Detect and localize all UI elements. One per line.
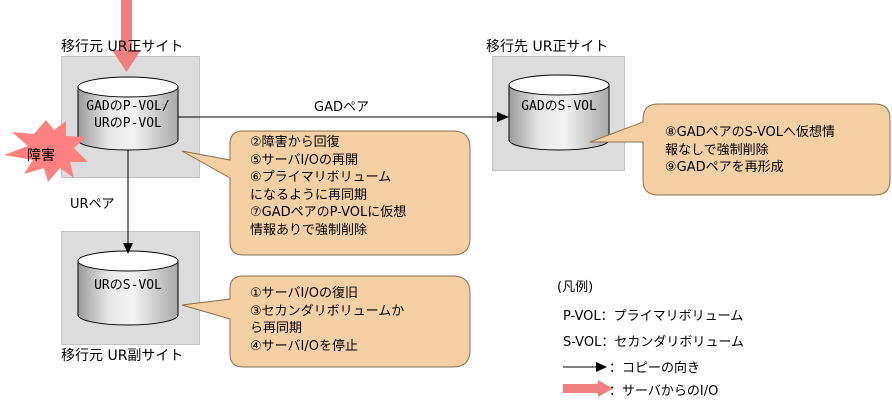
site-label-source-secondary: 移行元 UR副サイト [61, 348, 184, 364]
note-secondary-line: ④サーバI/Oを停止 [250, 338, 358, 354]
legend-copy-arrow [563, 362, 607, 372]
legend-title: (凡例) [557, 280, 594, 295]
legend-io-arrow [563, 380, 613, 397]
ur-pair-arrow [123, 150, 133, 254]
legend-io: ：サーバからのI/O [609, 384, 719, 399]
note-secondary-bubble [181, 275, 471, 368]
gad-pvol-label-line2: URのP-VOL [94, 116, 162, 131]
note-secondary-line: ら再同期 [250, 321, 303, 336]
note-target-line: ⑧GADペアのS-VOLへ仮想情 [665, 125, 835, 140]
failure-label: 障害 [27, 148, 55, 164]
legend-copy: ：コピーの向き [609, 361, 701, 376]
ur-svol-cylinder [77, 250, 179, 326]
note-secondary-line: ③セカンダリボリュームか [250, 303, 405, 319]
gad-svol-cylinder [508, 74, 610, 151]
failure-star [4, 120, 88, 182]
gad-pvol-label-line1: GADのP-VOL/ [86, 99, 170, 114]
note-primary-line: ⑦GADペアのP-VOLに仮想 [250, 205, 407, 220]
note-target-text: ⑧GADペアのS-VOLへ仮想情 報なしで強制削除 ⑨GADペアを再形成 [665, 124, 835, 177]
note-primary-line: ⑤サーバI/Oの再開 [250, 152, 358, 168]
gad-svol-label: GADのS-VOL [521, 99, 597, 114]
site-label-target-primary: 移行先 UR正サイト [486, 39, 609, 55]
site-label-source-primary: 移行元 UR正サイト [61, 39, 184, 55]
note-target-line: ⑨GADペアを再形成 [665, 160, 784, 175]
note-primary-line: になるように再同期 [250, 187, 368, 203]
note-target-line: 報なしで強制削除 [665, 142, 769, 158]
note-secondary-text: ①サーバI/Oの復旧 ③セカンダリボリュームか ら再同期 ④サーバI/Oを停止 [250, 285, 404, 355]
note-primary-line: ②障害から回復 [250, 135, 340, 150]
note-target-bubble [589, 103, 891, 196]
legend-svol: S-VOL：セカンダリボリューム [563, 335, 744, 350]
note-primary-line: ⑥プライマリボリューム [250, 170, 392, 185]
gad-pair-label: GADペア [314, 100, 369, 115]
server-io-arrow [112, 0, 141, 72]
ur-pair-label: URペア [70, 197, 115, 212]
ur-svol-label: URのS-VOL [94, 278, 162, 293]
gad-pair-arrow [178, 112, 509, 122]
note-secondary-line: ①サーバI/Oの復旧 [250, 286, 358, 301]
legend-pvol: P-VOL：プライマリボリューム [563, 309, 744, 324]
gad-pvol-cylinder [77, 76, 179, 151]
gad-pvol-label: GADのP-VOL/ URのP-VOL [78, 98, 178, 132]
note-primary-line: 情報ありで強制削除 [250, 222, 368, 238]
note-primary-text: ②障害から回復 ⑤サーバI/Oの再開 ⑥プライマリボリューム になるように再同期… [250, 134, 406, 239]
note-primary-bubble [181, 130, 471, 256]
